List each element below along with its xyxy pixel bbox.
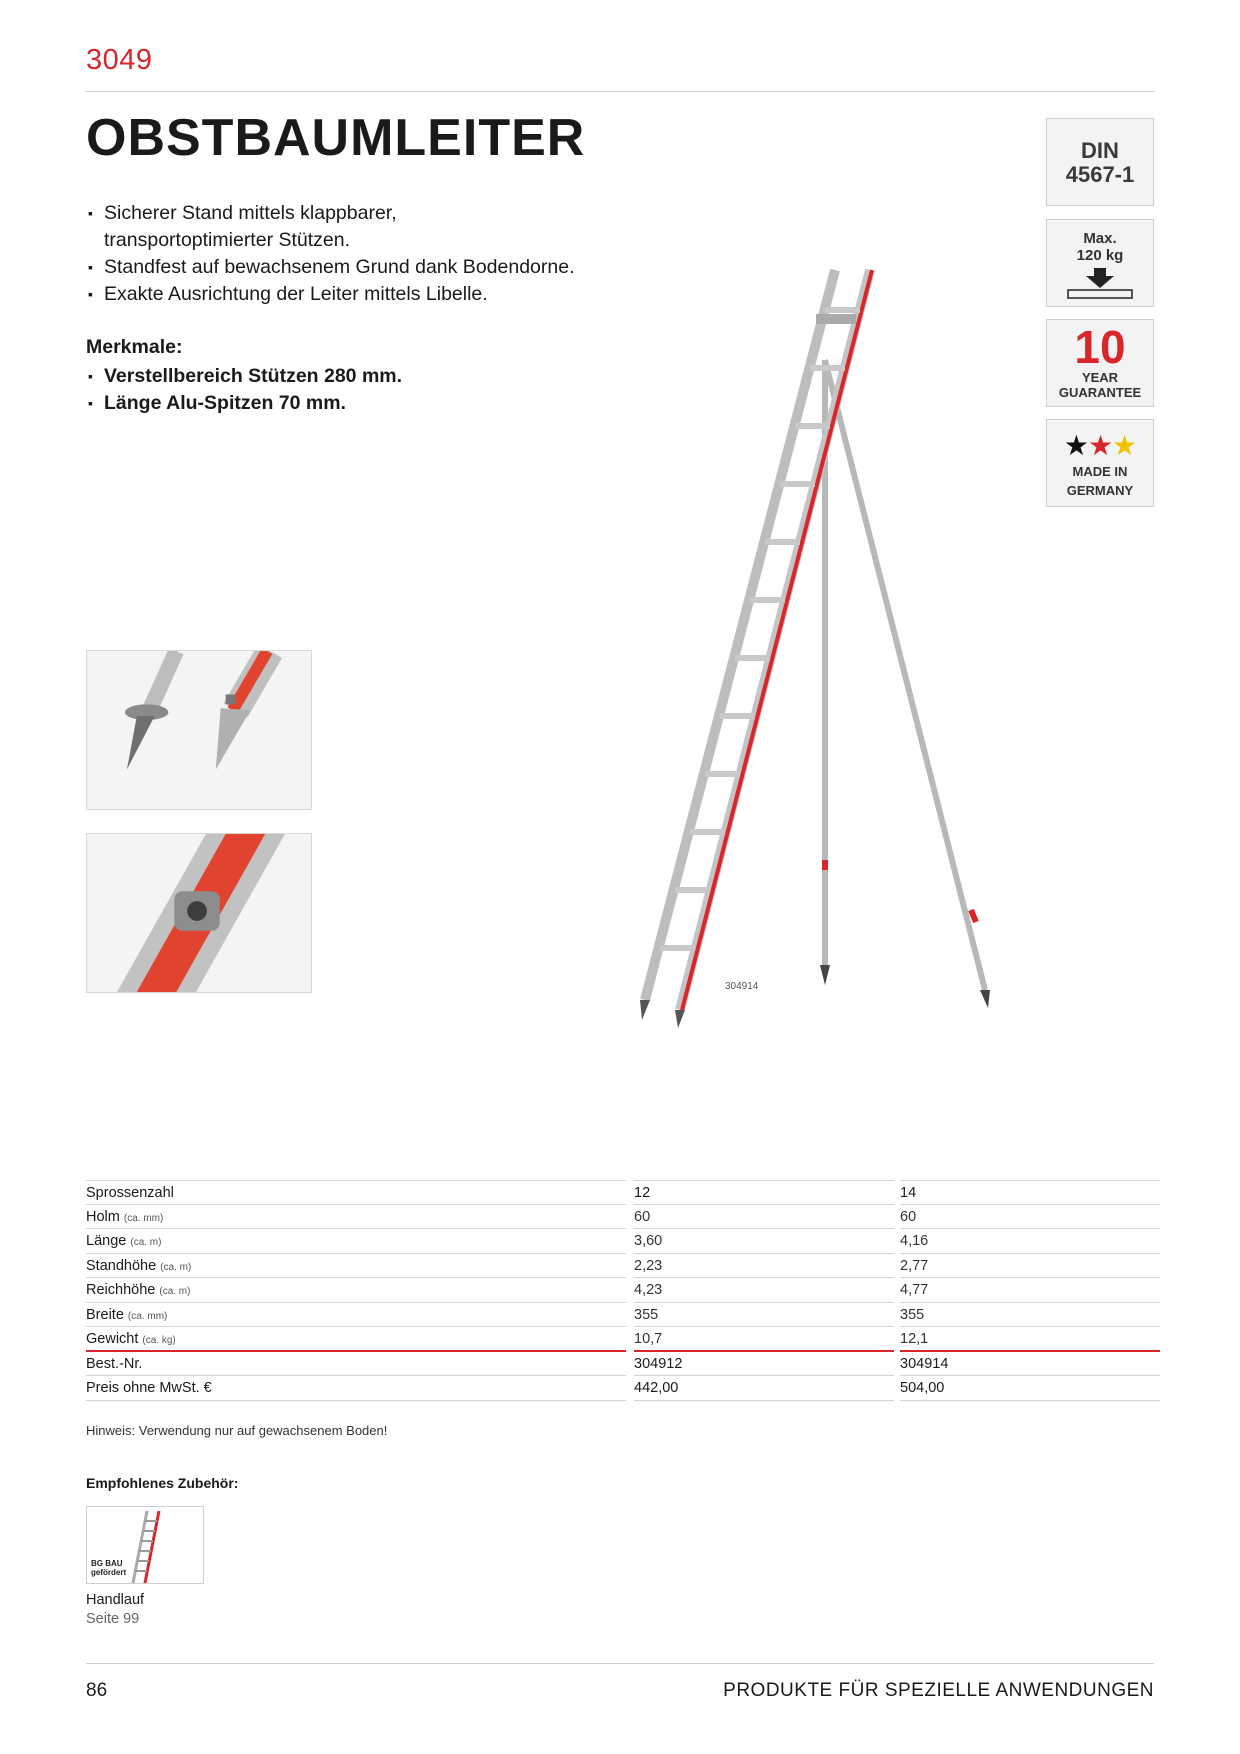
stars-icon: ★★★ — [1063, 430, 1137, 461]
feature-list: Sicherer Stand mittels klappbarer,transp… — [88, 200, 648, 308]
ladder-product-image — [640, 268, 990, 1028]
table-row: Länge (ca. m) 3,60 4,16 — [86, 1229, 1160, 1254]
merkmale-item: Verstellbereich Stützen 280 mm. — [88, 363, 402, 390]
page-title: OBSTBAUMLEITER — [86, 109, 586, 167]
merkmale-title: Merkmale: — [86, 336, 183, 358]
guarantee-badge: 10 YEAR GUARANTEE — [1046, 319, 1154, 407]
table-row: Gewicht (ca. kg) 10,7 12,1 — [86, 1327, 1160, 1352]
handrail-ladder-icon — [131, 1510, 161, 1584]
accessory-page-link[interactable]: Seite 99 — [86, 1611, 140, 1627]
merkmale-item: Länge Alu-Spitzen 70 mm. — [88, 390, 402, 417]
feature-item: Standfest auf bewachsenem Grund dank Bod… — [88, 254, 648, 281]
load-arrow-icon — [1067, 268, 1133, 299]
ground-spike-detail-image — [86, 650, 312, 810]
product-article-label: 304914 — [725, 981, 759, 992]
feature-item: Exakte Ausrichtung der Leiter mittels Li… — [88, 281, 648, 308]
bg-bau-badge: BG BAU gefördert — [91, 1559, 127, 1577]
merkmale-list: Verstellbereich Stützen 280 mm. Länge Al… — [88, 363, 402, 417]
page-number: 86 — [86, 1680, 108, 1701]
table-row: Breite (ca. mm) 355 355 — [86, 1303, 1160, 1327]
accessory-image[interactable]: BG BAU gefördert — [86, 1506, 204, 1584]
feature-item: Sicherer Stand mittels klappbarer,transp… — [88, 200, 648, 254]
level-detail-image — [86, 833, 312, 993]
usage-note: Hinweis: Verwendung nur auf gewachsenem … — [86, 1423, 388, 1438]
table-row: Reichhöhe (ca. m) 4,23 4,77 — [86, 1278, 1160, 1303]
footer-divider — [86, 1663, 1154, 1664]
table-row: Holm (ca. mm) 60 60 — [86, 1205, 1160, 1229]
product-code: 3049 — [86, 44, 153, 76]
spec-table: Sprossenzahl 12 14 Holm (ca. mm) 60 60 L… — [86, 1180, 1160, 1401]
section-title: PRODUKTE FÜR SPEZIELLE ANWENDUNGEN — [723, 1680, 1154, 1701]
header-divider — [86, 91, 1154, 92]
accessory-name: Handlauf — [86, 1592, 145, 1608]
made-in-germany-badge: ★★★ MADE IN GERMANY — [1046, 419, 1154, 507]
din-badge: DIN 4567-1 — [1046, 118, 1154, 206]
table-row: Sprossenzahl 12 14 — [86, 1180, 1160, 1205]
table-row: Preis ohne MwSt. € 442,00 504,00 — [86, 1376, 1160, 1401]
table-row: Standhöhe (ca. m) 2,23 2,77 — [86, 1254, 1160, 1278]
table-row: Best.-Nr. 304912 304914 — [86, 1352, 1160, 1376]
max-load-badge: Max. 120 kg — [1046, 219, 1154, 307]
accessory-title: Empfohlenes Zubehör: — [86, 1475, 239, 1491]
